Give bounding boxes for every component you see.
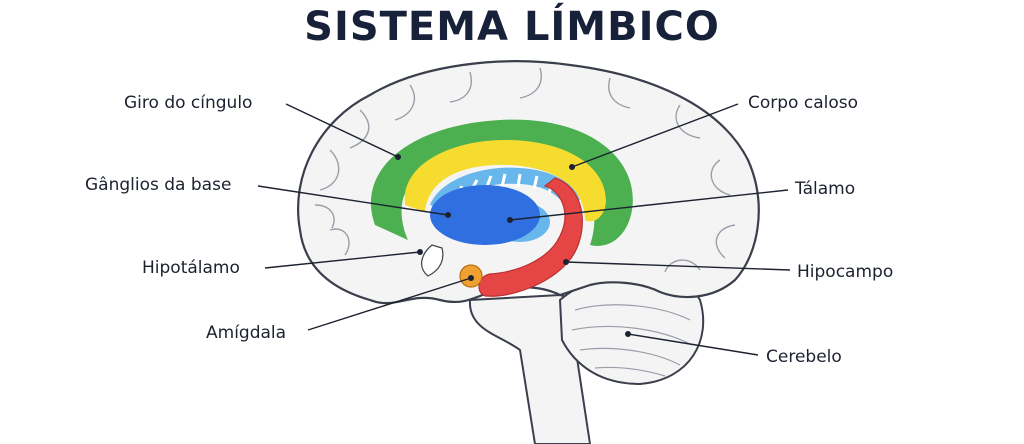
leader-cerebelo [627, 333, 759, 356]
leader-hipotalamo [264, 251, 421, 269]
label-hipotalamo: Hipotálamo [142, 258, 240, 278]
leader-giro-do-cingulo [285, 103, 399, 158]
label-hipocampo: Hipocampo [797, 262, 893, 282]
ganglios-da-base-region [430, 185, 540, 245]
hipocampo-region [478, 177, 583, 297]
label-corpo-caloso: Corpo caloso [748, 93, 858, 113]
hipotalamo-region [421, 244, 444, 277]
label-cerebelo: Cerebelo [766, 347, 842, 367]
leader-ganglios-da-base [257, 185, 449, 216]
corpo-caloso-region [404, 140, 606, 222]
leader-hipocampo [565, 261, 791, 271]
giro-do-cingulo-region [370, 119, 633, 246]
label-amigdala: Amígdala [206, 323, 286, 343]
leader-talamo [509, 189, 789, 221]
label-ganglios-da-base: Gânglios da base [85, 175, 231, 195]
label-talamo: Tálamo [794, 179, 855, 199]
label-giro-do-cingulo: Giro do cíngulo [124, 93, 252, 113]
page-title: SISTEMA LÍMBICO [304, 4, 720, 50]
fornix-stripes [430, 167, 580, 210]
leader-amigdala [307, 277, 472, 331]
leader-corpo-caloso [571, 103, 739, 168]
